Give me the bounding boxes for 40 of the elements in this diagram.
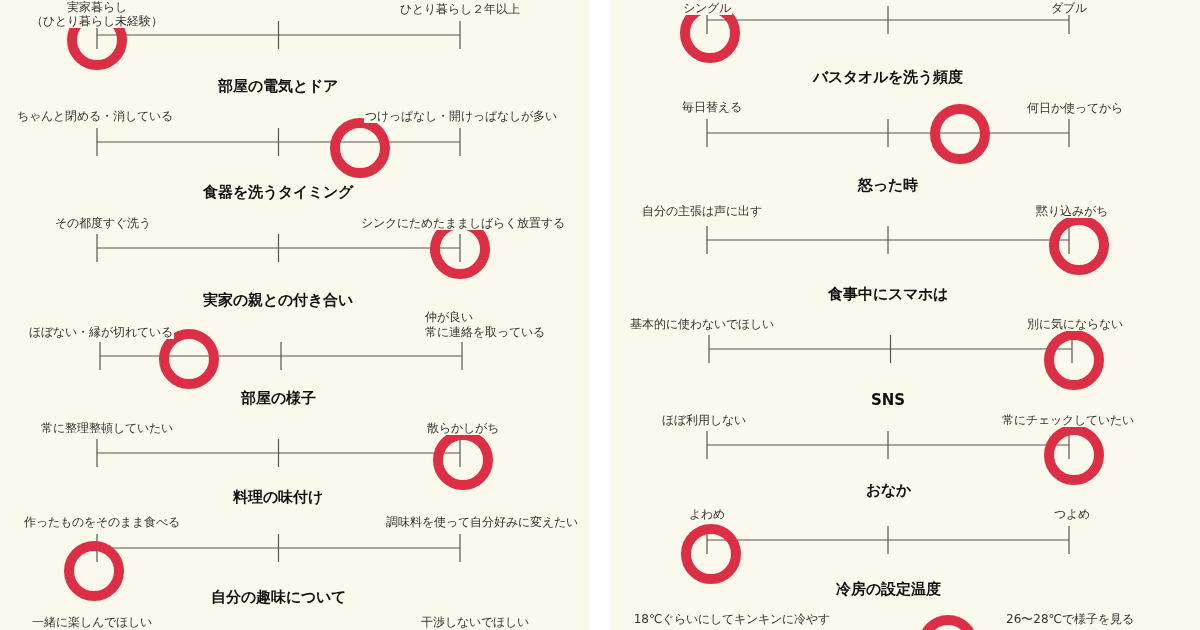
scale-end-label: 仲が良い	[424, 310, 474, 324]
scale-end-label: 作ったものをそのまま食べる	[23, 515, 181, 529]
item-heading: 料理の味付け	[233, 488, 323, 506]
scale-end-label: 基本的に使わないでほしい	[629, 317, 775, 331]
item-heading: SNS	[870, 391, 906, 409]
scale-end-label: ほぼ利用しない	[661, 413, 747, 427]
item-heading: バスタオルを洗う頻度	[813, 68, 963, 86]
item-heading: おなか	[865, 481, 911, 499]
scale-end-label: シングル	[682, 1, 732, 15]
scale-end-label: 毎日替える	[681, 100, 743, 114]
item-heading: 自分の趣味について	[210, 588, 346, 606]
scale-end-label: 調味料を使って自分好みに変えたい	[385, 515, 579, 529]
scale-end-label: 一緒に楽しんでほしい	[31, 615, 153, 629]
scale-end-label: つよめ	[1053, 507, 1091, 521]
scale-end-label: 干渉しないでほしい	[420, 615, 530, 629]
item-heading: 食器を洗うタイミング	[203, 183, 353, 201]
item-heading: 怒った時	[858, 176, 918, 194]
scale-end-label: つけっぱなし・開けっぱなしが多い	[364, 109, 558, 123]
scale-end-label: 常にチェックしていたい	[1001, 413, 1135, 427]
scale-end-label: ダブル	[1050, 1, 1088, 15]
scale-end-label: ちゃんと閉める・消している	[16, 109, 174, 123]
item-heading: 食事中にスマホは	[828, 285, 948, 303]
scale-end-label: 常に整理整頓していたい	[40, 421, 174, 435]
scale-end-label: 別に気にならない	[1026, 317, 1124, 331]
scale-end-label: 18℃ぐらいにしてキンキンに冷やす	[632, 612, 832, 626]
scale-end-label: シンクにためたまましばらく放置する	[360, 216, 566, 230]
scale-end-label: よわめ	[688, 507, 726, 521]
item-heading: 部屋の様子	[240, 389, 316, 407]
scale-end-label: 黙り込みがち	[1035, 204, 1109, 218]
scale-end-label: 常に連絡を取っている	[424, 325, 546, 339]
scale-end-label: 何日か使ってから	[1026, 101, 1124, 115]
scale-end-label: ひとり暮らし２年以上	[399, 2, 521, 16]
scale-end-label: ほぼない・縁が切れている	[28, 325, 174, 339]
item-heading: 実家の親との付き合い	[203, 291, 353, 309]
scale-end-label: 実家暮らし	[66, 0, 128, 14]
item-heading: 部屋の電気とドア	[218, 77, 338, 95]
scale-end-label: 自分の主張は声に出す	[641, 204, 763, 218]
scale-end-label: 散らかしがち	[426, 421, 500, 435]
item-heading: 冷房の設定温度	[835, 580, 941, 598]
scale-end-label: 26〜28℃で様子を見る	[1005, 612, 1135, 626]
